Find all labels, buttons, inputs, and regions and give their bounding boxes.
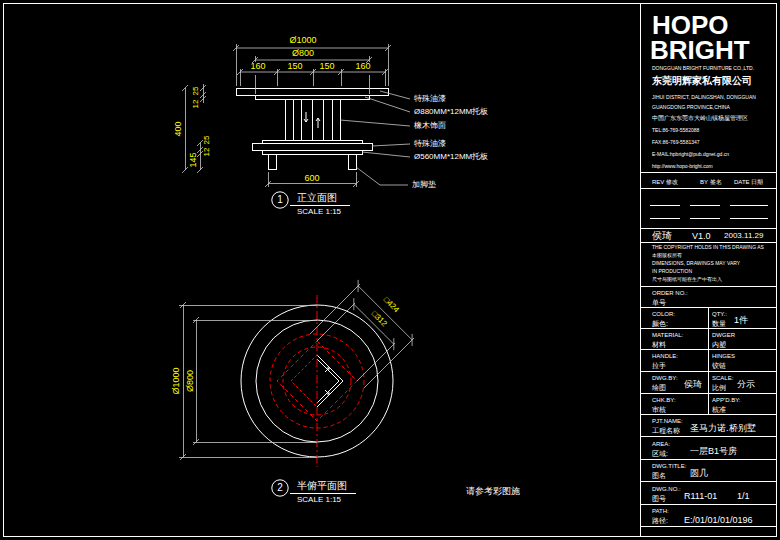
title-block-text: APP'D.BY: xyxy=(712,397,741,403)
dimension-text: 12 xyxy=(192,100,200,109)
title-block-text: 路径: xyxy=(652,517,668,524)
title-block-text: JIHUI DISTRICT, DALINGSHAN, DONGGUAN xyxy=(652,95,756,100)
view-number: 2 xyxy=(277,483,283,493)
title-block-text: 数量 xyxy=(712,320,726,327)
company-logo: HOPO xyxy=(652,12,729,38)
dimension-text: 150 xyxy=(319,62,334,71)
callout-text: Ø880MM*12MM托板 xyxy=(414,108,488,116)
title-block-text: QTY.: xyxy=(712,311,727,317)
callout-text: 橡木饰面 xyxy=(414,122,446,130)
view-number: 1 xyxy=(277,195,283,205)
dimension-text: 25 xyxy=(192,87,200,96)
title-block-text: 工程名称 xyxy=(652,427,680,434)
dimension-text: □312 xyxy=(370,310,389,329)
title-block-value: 侯琦 xyxy=(652,231,672,241)
callout-text: 特殊油漆 xyxy=(414,140,446,148)
title-block-text: 图号 xyxy=(652,495,666,502)
title-block-text: 材料 xyxy=(652,341,666,348)
dimension-text: Ø1000 xyxy=(289,36,316,45)
title-block-value: 一层B1号房 xyxy=(690,447,737,456)
title-block-text: 绘图 xyxy=(652,384,666,391)
dimension-text: 150 xyxy=(287,62,302,71)
title-block-text: TEL:86-769-5582088 xyxy=(652,128,699,133)
dimension-text: Ø800 xyxy=(186,370,195,392)
title-block-text: DWG.NO.: xyxy=(652,486,681,492)
company-logo: BRIGHT xyxy=(650,37,750,63)
scale-note: SCALE 1:15 xyxy=(297,496,341,504)
title-block-text: 本图版权所有 xyxy=(652,253,682,258)
title-block-text: DONGGUAN BRIGHT FURNITURE CO.,LTD. xyxy=(652,66,754,71)
title-block-value: 圣马力诺.桥别墅 xyxy=(690,424,756,433)
title-block-text: PJT.NAME: xyxy=(652,418,683,424)
title-block-value: E:/01/01/01/0196 xyxy=(684,516,753,525)
scale-note: SCALE 1:15 xyxy=(297,208,341,216)
view-title: 正立面图 xyxy=(297,193,337,203)
callout-text: Ø560MM*12MM托板 xyxy=(414,153,488,161)
title-block-text: 区域: xyxy=(652,450,668,457)
view-marker: 2 xyxy=(271,479,289,497)
dimension-text: 600 xyxy=(304,174,319,183)
dimension-text: 160 xyxy=(250,62,265,71)
title-block-text: COLOR: xyxy=(652,311,675,317)
callout-text: 加脚垫 xyxy=(412,181,436,189)
title-block-text: HANDLE: xyxy=(652,353,678,359)
title-block-text: 核准 xyxy=(712,406,726,413)
title-block-value: DWGER xyxy=(712,332,735,338)
drawing-note: 请参考彩图施 xyxy=(466,487,520,496)
title-block-value: 内塑 xyxy=(712,341,726,348)
title-block-text: MATERIAL: xyxy=(652,332,683,338)
title-block-value: R111-01 xyxy=(684,492,717,501)
title-block-text: 尺寸与图纸可能在生产中有出入 xyxy=(652,277,722,282)
title-block-text: BY 签名 xyxy=(700,179,722,185)
title-block-value: 铰链 xyxy=(712,362,726,369)
title-block-text: E-MAIL:hpbright@pub.dgnet.gd.cn xyxy=(652,152,729,157)
title-block-text: 中国广东东莞市大岭山镇杨屋管理区 xyxy=(652,115,748,121)
title-block-text: 颜色: xyxy=(652,320,668,327)
title-block-value: 1/1 xyxy=(737,492,750,501)
title-block-text: PATH: xyxy=(652,508,669,514)
callout-text: 特殊油漆 xyxy=(414,95,446,103)
title-block-text: SCALE: xyxy=(712,375,733,381)
title-block-text: 单号 xyxy=(652,299,666,306)
title-block-value: 侯琦 xyxy=(684,380,702,389)
title-block-value: HINGES xyxy=(712,353,735,359)
title-block-text: DATE 日期 xyxy=(734,179,763,185)
title-block-text: CHK.BY: xyxy=(652,397,676,403)
title-block-text: 比例 xyxy=(712,384,726,391)
title-block-text: THE COPYRIGHT HOLDS IN THIS DRAWING AS xyxy=(652,245,764,250)
dimension-text: Ø1000 xyxy=(172,367,181,394)
title-block-text: GUANGDONG PROVINCE,CHINA xyxy=(652,105,730,110)
title-block-text: 审核 xyxy=(652,406,666,413)
title-block-value: 2003.11.29 xyxy=(724,232,763,240)
title-block-text: REV 修改 xyxy=(652,179,678,185)
title-block-text: 拉手 xyxy=(652,362,666,369)
marker-circle xyxy=(272,480,288,496)
title-block-value: 圆几 xyxy=(690,469,708,478)
marker-circle xyxy=(272,192,288,208)
title-block-text: 图名 xyxy=(652,472,666,479)
dimension-text: Ø800 xyxy=(292,49,314,58)
view-marker: 1 xyxy=(271,191,289,209)
title-block-text: DIMENSIONS, DRAWINGS MAY VARY xyxy=(652,261,740,266)
title-block-text: DWG.BY: xyxy=(652,375,678,381)
title-block-value: 分示 xyxy=(737,380,755,389)
title-block-value: V1.0 xyxy=(692,232,711,241)
title-block-text: IN PRODUCTION xyxy=(652,269,692,274)
dimension-text: 160 xyxy=(355,62,370,71)
view-title: 半俯平面图 xyxy=(297,481,347,491)
dimension-text: 145 xyxy=(189,152,198,167)
dimension-text: □424 xyxy=(382,296,401,315)
title-block-text: ORDER NO.: xyxy=(652,290,688,296)
title-block-value: 1件 xyxy=(734,316,748,325)
dimension-text: 12 xyxy=(203,148,211,157)
title-block-text: 东莞明辉家私有限公司 xyxy=(652,76,752,86)
title-block-text: DWG.TITLE: xyxy=(652,463,686,469)
title-block-text: AREA: xyxy=(652,441,670,447)
dimension-text: 400 xyxy=(174,121,183,136)
title-block-text: http://www.hopo-bright.com xyxy=(652,164,713,169)
dimension-text: 25 xyxy=(203,136,211,145)
title-block-text: FAX:86-769-5581347 xyxy=(652,140,700,145)
